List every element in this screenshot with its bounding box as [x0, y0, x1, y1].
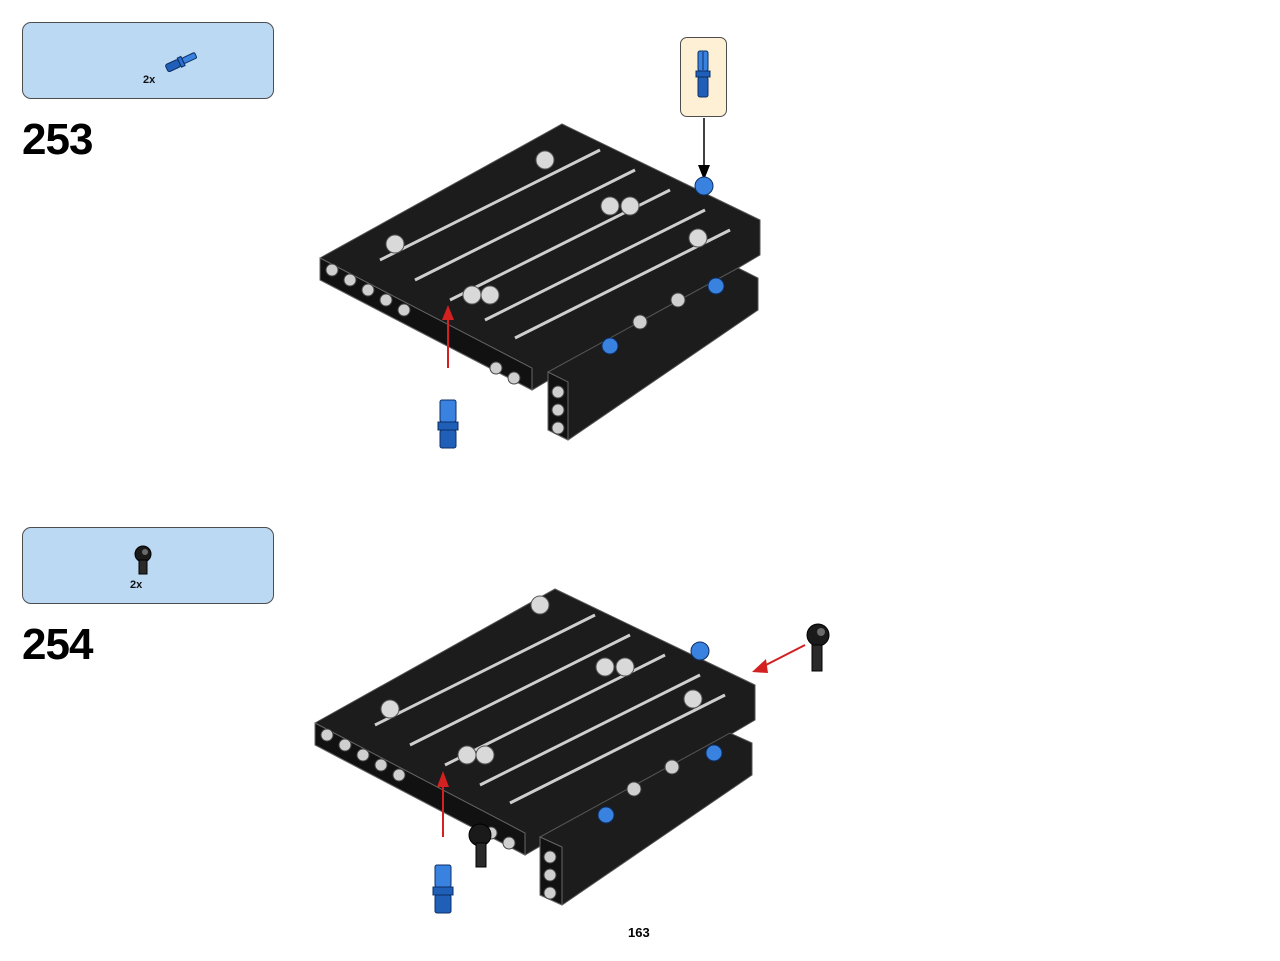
- blue-axle-pin-icon: [165, 52, 197, 72]
- right-liftarm: [547, 267, 759, 441]
- part-quantity: 2x: [130, 579, 143, 591]
- right-liftarm: [539, 732, 753, 906]
- step-number: 254: [22, 620, 93, 669]
- page-number: 163: [628, 925, 650, 940]
- insert-arrow-right-head: [752, 659, 768, 673]
- parts-list-box-254: 2x: [22, 527, 274, 604]
- parts-list-box-253: 2x: [22, 22, 274, 99]
- black-angle-connector-installed: [468, 823, 492, 868]
- callout-arrow-head: [698, 165, 710, 180]
- assembly-model-254: [314, 588, 830, 914]
- insert-arrow-head: [442, 305, 454, 320]
- blue-axle-pin: [437, 399, 459, 449]
- black-frame: [319, 123, 761, 391]
- step-number: 253: [22, 115, 93, 164]
- insert-arrow-right: [761, 644, 806, 668]
- black-angle-connector-icon: [134, 545, 152, 575]
- blue-axle-hole: [694, 176, 714, 196]
- blue-axle-pin: [432, 864, 454, 914]
- blue-axle-hole: [690, 641, 710, 661]
- blue-axle-pin-icon: [695, 50, 711, 98]
- part-quantity: 2x: [143, 74, 156, 86]
- callout-box: [680, 37, 727, 117]
- assembly-model-253: [319, 118, 761, 449]
- insert-arrow-head: [437, 771, 449, 787]
- black-angle-connector: [806, 623, 830, 672]
